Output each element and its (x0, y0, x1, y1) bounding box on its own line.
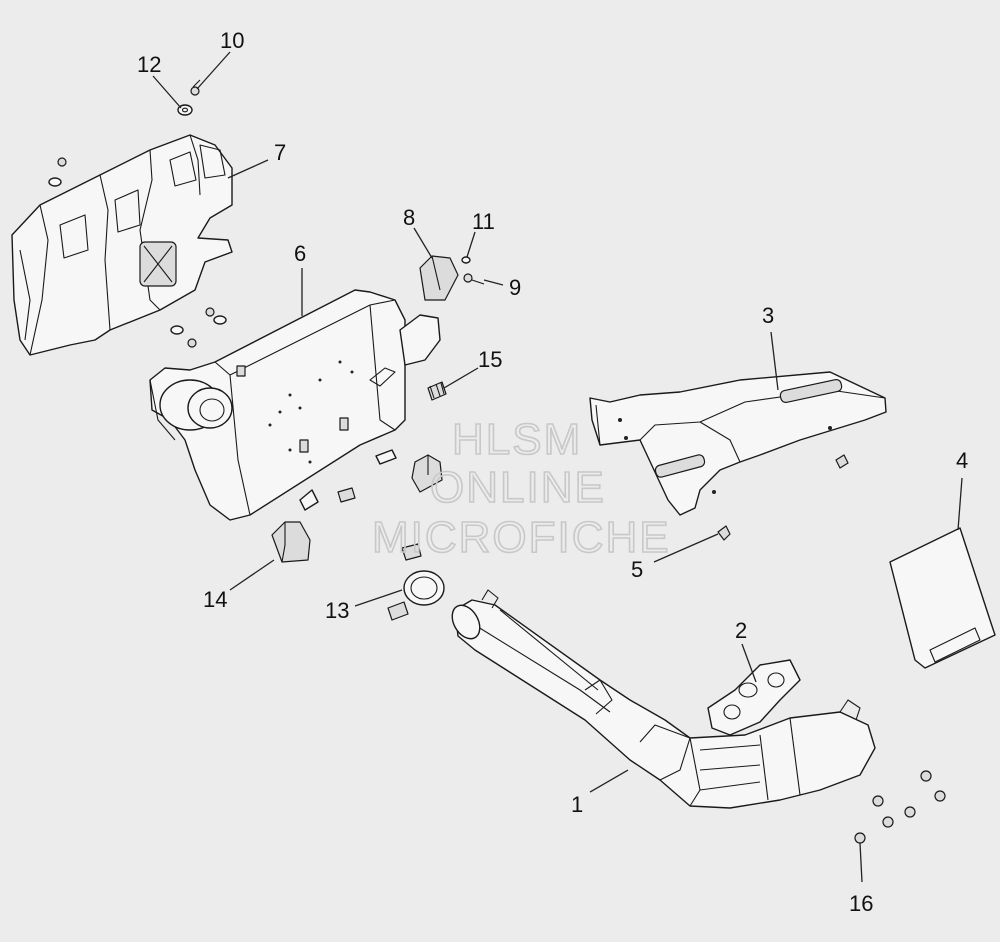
watermark: HLSM ONLINE MICROFICHE (371, 414, 671, 563)
screw-9-icon (463, 273, 485, 285)
washer-12-icon (177, 104, 193, 116)
exhaust-tip (419, 255, 459, 301)
callout-3: 3 (762, 303, 774, 328)
muffler (149, 289, 441, 521)
leader-lines (152, 51, 963, 883)
watermark-line-1: HLSM (452, 415, 582, 464)
callout-15: 15 (478, 347, 502, 372)
bolt-16-icon (854, 770, 946, 844)
callout-9: 9 (509, 275, 521, 300)
callout-12: 12 (137, 52, 161, 77)
callout-1: 1 (571, 792, 583, 817)
spring-15-icon (427, 381, 447, 401)
callout-labels: 1 2 3 4 5 6 7 8 9 10 11 12 13 14 15 16 (137, 28, 968, 916)
cover-plate-4 (889, 527, 996, 669)
gasket-13 (337, 487, 445, 621)
callout-13: 13 (325, 598, 349, 623)
callout-5: 5 (631, 557, 643, 582)
callout-6: 6 (294, 241, 306, 266)
rubber-mount-14 (271, 454, 443, 563)
exhaust-gasket-2 (707, 659, 801, 736)
shield-fastener-icon (48, 157, 227, 348)
header-pipe-1 (451, 589, 876, 809)
callout-4: 4 (956, 448, 968, 473)
callout-8: 8 (403, 205, 415, 230)
callout-11: 11 (472, 209, 495, 234)
callout-10: 10 (220, 28, 244, 53)
callout-7: 7 (274, 140, 286, 165)
heat-shield-side (589, 371, 887, 516)
watermark-line-2: ONLINE (430, 463, 606, 512)
watermark-line-3: MICROFICHE (372, 513, 671, 562)
clip-11-icon (461, 256, 471, 264)
heat-shield-upper (11, 134, 233, 356)
callout-2: 2 (735, 618, 747, 643)
push-rivet-5-icon (717, 454, 849, 541)
callout-16: 16 (849, 891, 873, 916)
callout-14: 14 (203, 587, 227, 612)
